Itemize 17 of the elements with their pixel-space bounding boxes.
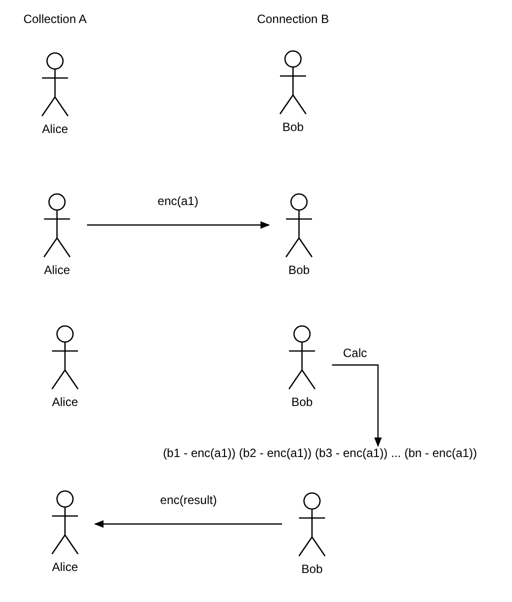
edge-label: Calc xyxy=(341,346,369,360)
actor-name: Bob xyxy=(291,395,313,409)
edge-label: enc(result) xyxy=(158,493,219,507)
actor-name: Bob xyxy=(282,120,304,134)
edge-label: enc(a1) xyxy=(156,194,200,208)
actor-name: Bob xyxy=(301,562,323,576)
column-heading: Connection B xyxy=(256,12,330,26)
actor-name: Alice xyxy=(44,263,70,277)
column-heading: Collection A xyxy=(22,12,88,26)
arrow xyxy=(332,364,382,447)
actor-name: Bob xyxy=(288,263,310,277)
actor-name: Alice xyxy=(52,395,78,409)
arrow xyxy=(94,520,282,528)
formula-text: (b1 - enc(a1)) (b2 - enc(a1)) (b3 - enc(a1)) ... (bn - enc(a1)) xyxy=(130,446,510,460)
arrow xyxy=(87,221,270,229)
actor-name: Alice xyxy=(52,560,78,574)
actor-name: Alice xyxy=(42,122,68,136)
